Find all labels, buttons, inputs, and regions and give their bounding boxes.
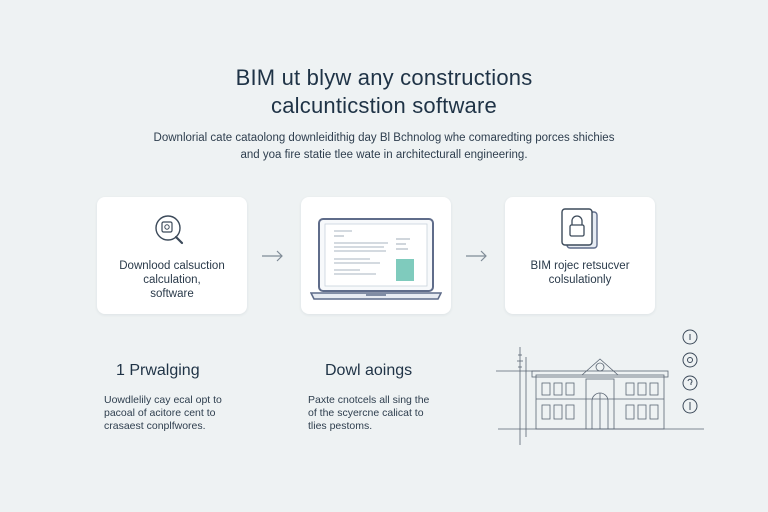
gear-icon (682, 352, 698, 368)
subtitle-line-1: Downlorial cate cataolong downleidithig … (153, 132, 615, 144)
subtitle-line-2: and yoa fire statie tlee wate in archite… (240, 149, 528, 161)
building-sketch-icon (496, 347, 704, 445)
arrow-right-icon (466, 250, 487, 262)
step-text-line: of the scyercne calicat to (308, 407, 424, 419)
arrow-right-icon (262, 250, 283, 262)
page-title: BIM ut blyw any constructions calcuntics… (0, 64, 768, 120)
side-icon-column (682, 329, 698, 414)
step-text-line: Uowdlelily cay ecal opt to (104, 394, 222, 406)
pin-icon (682, 398, 698, 414)
step-1-text: Uowdlelily cay ecal opt to pacoal of aci… (104, 394, 222, 433)
step-text-line: Paxte cnotcels all sing the (308, 394, 430, 406)
question-icon (682, 375, 698, 391)
card-download[interactable]: Downlood calsuction calculation, softwar… (97, 197, 247, 314)
search-document-icon (155, 215, 184, 245)
info-icon (682, 329, 698, 345)
step-text-line: pacoal of acitore cent to (104, 407, 216, 419)
card-label-line: BIM rojec retsucver (530, 260, 630, 272)
card-bim-project[interactable]: BIM rojec retsucver colsulationly (505, 197, 655, 314)
title-line-2: calcunticstion software (271, 93, 497, 118)
card-label-line: calculation, (143, 274, 201, 286)
page-subtitle: Downlorial cate cataolong downleidithig … (0, 130, 768, 164)
laptop-icon (310, 218, 442, 300)
card-laptop[interactable] (301, 197, 451, 314)
step-text-line: crasaest conplfwores. (104, 420, 206, 432)
step-text-line: tlies pestoms. (308, 420, 373, 432)
step-2-text: Paxte cnotcels all sing the of the scyer… (308, 394, 429, 433)
step-2-title: Dowl aoings (325, 362, 413, 379)
step-1-title: 1 Prwalging (116, 362, 200, 379)
lock-document-icon (561, 208, 598, 249)
card-label-line: colsulationly (548, 274, 612, 286)
card-label: Downlood calsuction calculation, softwar… (97, 259, 247, 301)
card-label-line: software (150, 288, 194, 300)
card-label: BIM rojec retsucver colsulationly (505, 259, 655, 287)
card-label-line: Downlood calsuction (119, 260, 225, 272)
title-line-1: BIM ut blyw any constructions (235, 65, 533, 90)
